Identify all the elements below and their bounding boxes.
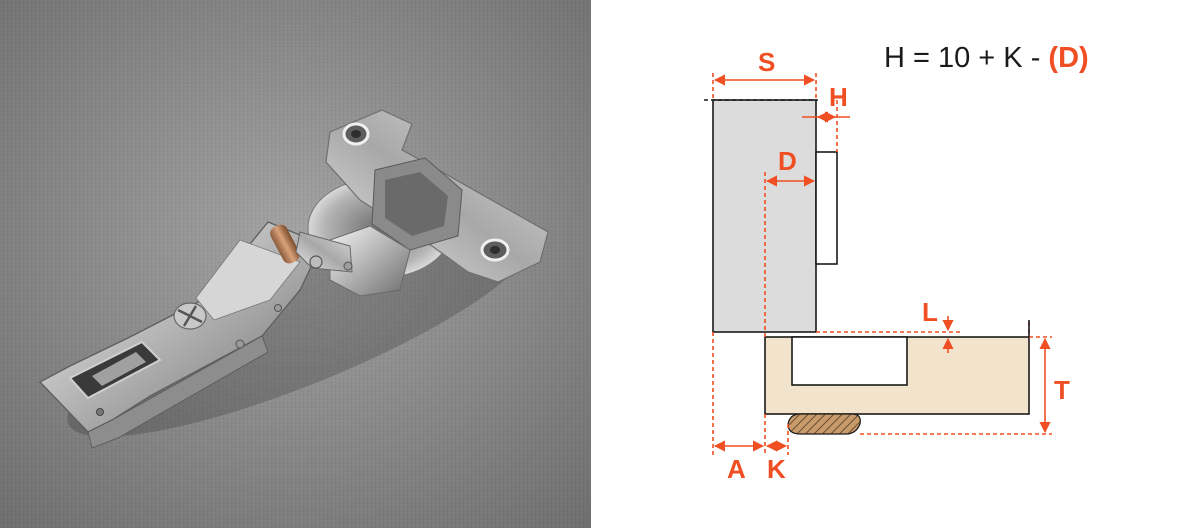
label-k: K xyxy=(767,454,786,484)
mounting-plate xyxy=(815,151,838,265)
label-d: D xyxy=(778,146,797,176)
formula-main: H = 10 + K - xyxy=(884,42,1048,74)
edge-banding xyxy=(787,413,861,435)
label-h: H xyxy=(829,82,848,112)
dimension-diagram: H = 10 + K - (D) xyxy=(591,0,1182,528)
label-l: L xyxy=(922,297,938,327)
label-s: S xyxy=(758,47,775,77)
cup-hole xyxy=(791,336,908,386)
label-a: A xyxy=(727,454,746,484)
formula-text: H = 10 + K - (D) xyxy=(884,42,1089,74)
hinge-image xyxy=(38,109,549,449)
formula-highlight: (D) xyxy=(1048,42,1088,74)
product-photo xyxy=(0,0,591,528)
label-t: T xyxy=(1054,375,1070,405)
